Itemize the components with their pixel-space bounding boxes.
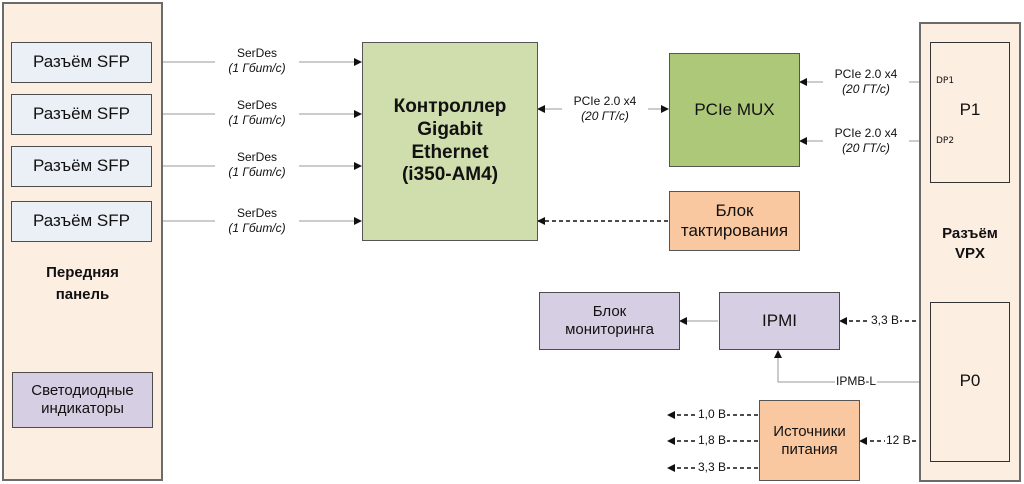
serdes-rate: (1 Гбит/с) <box>228 165 286 179</box>
pcie-rate: (20 ГТ/с) <box>842 82 890 96</box>
power-output-label-3: 3,3 В <box>697 460 728 474</box>
vpx-p0 <box>930 302 1010 462</box>
serdes-name: SerDes <box>236 98 277 112</box>
serdes-rate: (1 Гбит/с) <box>228 61 286 75</box>
power-block: Источники питания <box>759 400 860 481</box>
power-block-line1: Источники <box>773 422 846 440</box>
serdes-name: SerDes <box>236 46 277 60</box>
ipmb-line <box>774 350 930 386</box>
vpx-p1 <box>930 42 1010 183</box>
serdes-label-4: SerDes(1 Гбит/с) <box>215 206 299 236</box>
serdes-label-3: SerDes(1 Гбит/с) <box>215 150 299 180</box>
pcie-controller-mux-label: PCIe 2.0 x4(20 ГТ/с) <box>562 94 648 124</box>
led-indicators: Светодиодные индикаторы <box>12 372 153 428</box>
pcie-mux: PCIe MUX <box>669 53 800 167</box>
p0-label: P0 <box>959 371 981 390</box>
led-label-line1: Светодиодные <box>31 382 134 399</box>
serdes-name: SerDes <box>236 206 277 220</box>
ipmi-power-label: 3,3 В <box>870 313 901 327</box>
controller-line3: Ethernet <box>411 141 489 163</box>
led-label-line2: индикаторы <box>41 400 124 417</box>
monitoring-line1: Блок <box>592 303 627 320</box>
serdes-name: SerDes <box>236 150 277 164</box>
sfp-port-label: Разъём SFP <box>32 52 130 72</box>
ipmb-label: IPMB-L <box>835 374 878 388</box>
front-panel-title-line2: панель <box>55 285 110 303</box>
p1-label: P1 <box>959 100 981 119</box>
dp1-label: DP1 <box>936 76 955 86</box>
ethernet-controller: Контроллер Gigabit Ethernet (i350-AM4) <box>362 42 538 241</box>
clock-block-line2: тактирования <box>680 221 789 240</box>
sfp-port-1: Разъём SFP <box>11 42 152 83</box>
vpx-title-line1: Разъём <box>942 225 998 242</box>
power-output-label-1: 1,0 В <box>697 407 728 421</box>
front-panel-title: Передняя панель <box>2 262 163 306</box>
dp2-label: DP2 <box>936 136 955 146</box>
vpx-title: Разъём VPX <box>919 224 1021 265</box>
sfp-port-label: Разъём SFP <box>32 104 130 124</box>
front-panel-title-line1: Передняя <box>46 264 119 281</box>
pcie-name: PCIe 2.0 x4 <box>834 67 898 81</box>
pcie-rate: (20 ГТ/с) <box>581 109 629 123</box>
serdes-rate: (1 Гбит/с) <box>228 113 286 127</box>
controller-line4: (i350-AM4) <box>401 164 499 186</box>
sfp-port-2: Разъём SFP <box>11 94 152 135</box>
power-block-line2: питания <box>781 440 838 458</box>
ipmi-block: IPMI <box>719 292 840 350</box>
pcie-rate: (20 ГТ/с) <box>842 141 890 155</box>
serdes-rate: (1 Гбит/с) <box>228 221 286 235</box>
serdes-label-2: SerDes(1 Гбит/с) <box>215 98 299 128</box>
pcie-name: PCIe 2.0 x4 <box>834 126 898 140</box>
controller-line2: Gigabit <box>417 118 483 140</box>
power-input-label: 12 В <box>885 433 912 447</box>
pcie-mux-dp2-label: PCIe 2.0 x4(20 ГТ/с) <box>823 126 909 156</box>
sfp-port-label: Разъём SFP <box>32 211 130 231</box>
ipmi-label: IPMI <box>762 310 797 330</box>
sfp-port-3: Разъём SFP <box>11 146 152 187</box>
clock-block-line1: Блок <box>715 200 754 220</box>
pcie-mux-dp1-label: PCIe 2.0 x4(20 ГТ/с) <box>823 67 909 97</box>
clock-block: Блок тактирования <box>669 191 800 251</box>
pcie-name: PCIe 2.0 x4 <box>573 94 637 108</box>
mux-label: PCIe MUX <box>694 99 775 119</box>
sfp-port-label: Разъём SFP <box>32 156 130 176</box>
monitoring-line2: мониторинга <box>565 321 654 338</box>
controller-line1: Контроллер <box>393 95 507 117</box>
serdes-label-1: SerDes(1 Гбит/с) <box>215 46 299 76</box>
monitoring-block: Блок мониторинга <box>539 292 680 350</box>
power-output-label-2: 1,8 В <box>697 433 728 447</box>
vpx-title-line2: VPX <box>954 245 985 263</box>
sfp-port-4: Разъём SFP <box>11 201 152 242</box>
